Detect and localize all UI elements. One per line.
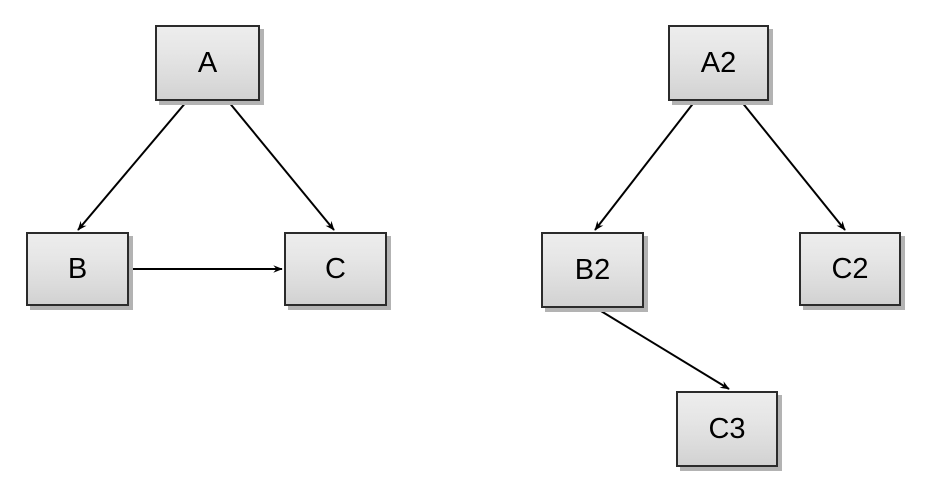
node-c[interactable]: C [284, 232, 387, 306]
edge-b2-to-c3 [595, 307, 730, 390]
node-label: B [67, 252, 88, 285]
node-a2[interactable]: A2 [668, 25, 769, 101]
edge-a-to-b [77, 100, 188, 231]
node-b2[interactable]: B2 [541, 232, 644, 308]
edge-a2-to-b2 [594, 100, 696, 231]
node-label: B2 [574, 253, 611, 286]
edges-group [77, 100, 846, 390]
node-a[interactable]: A [155, 25, 260, 101]
node-c3[interactable]: C3 [676, 391, 778, 467]
edge-a-to-c [227, 100, 335, 231]
node-label: C2 [831, 252, 869, 285]
node-b[interactable]: B [26, 232, 129, 306]
node-c2[interactable]: C2 [799, 232, 901, 306]
edge-a2-to-c2 [740, 100, 846, 231]
node-label: A2 [700, 46, 737, 79]
node-label: A [197, 46, 218, 79]
node-label: C3 [708, 412, 746, 445]
node-label: C [325, 252, 346, 285]
